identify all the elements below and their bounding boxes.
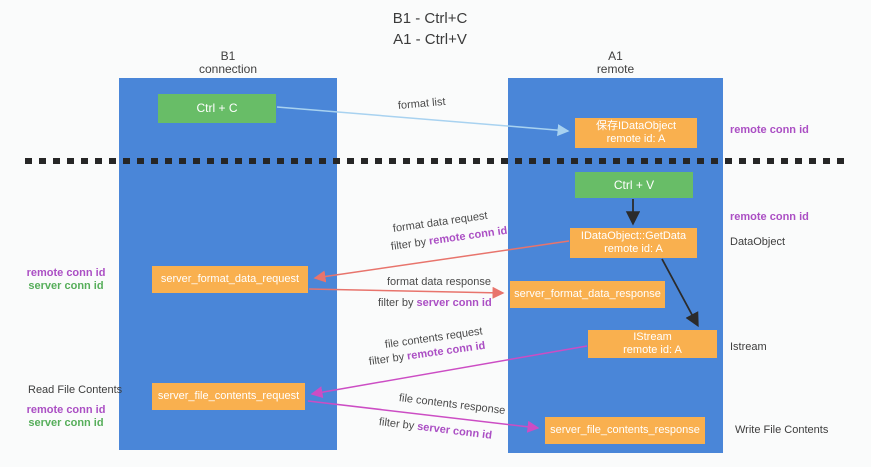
label-remote-conn-id-mid-right: remote conn id — [730, 211, 809, 223]
dashed-divider — [25, 158, 847, 164]
lane-header-a1: A1 remote — [508, 50, 723, 76]
node-server-file-contents-request: server_file_contents_request — [152, 383, 305, 410]
save-idataobject-line2: remote id: A — [606, 133, 666, 145]
label-conn-ids-mid-left: remote conn id server conn id — [10, 267, 122, 293]
node-server-file-contents-response: server_file_contents_response — [545, 417, 705, 444]
label-conn-ids-bottom-left: remote conn id server conn id — [10, 404, 122, 430]
node-ctrl-v: Ctrl + V — [575, 172, 693, 198]
label-server-conn-id-bottom-left: server conn id — [28, 417, 104, 429]
filter-by-text: filter by — [378, 416, 418, 433]
diagram-title: B1 - Ctrl+C A1 - Ctrl+V — [0, 8, 860, 50]
node-ctrl-c: Ctrl + C — [158, 94, 276, 123]
filter-by-text: filter by — [390, 235, 430, 253]
file-contents-request-label: server_file_contents_request — [157, 390, 300, 402]
label-remote-conn-id-bottom-left: remote conn id — [26, 404, 106, 416]
title-line-2: A1 - Ctrl+V — [393, 31, 467, 48]
filter-server-conn-id: server conn id — [416, 297, 492, 309]
node-server-format-data-request: server_format_data_request — [152, 266, 308, 293]
lane-b1-role: connection — [198, 62, 258, 76]
ctrl-c-label: Ctrl + C — [196, 101, 238, 115]
label-write-file-contents: Write File Contents — [735, 424, 829, 436]
flow-label-file-contents-response-filter: filter by server conn id — [378, 416, 492, 442]
node-idataobject-getdata: IDataObject::GetData remote id: A — [570, 228, 697, 258]
lane-a1-role: remote — [596, 62, 635, 76]
flow-label-file-contents-response: file contents response — [398, 392, 506, 417]
lane-a1-name: A1 — [608, 49, 623, 63]
ctrl-v-label: Ctrl + V — [613, 177, 655, 192]
istream-line1: IStream — [633, 331, 672, 343]
flow-label-format-data-response-filter: filter by server conn id — [378, 297, 492, 309]
label-server-conn-id-mid-left: server conn id — [28, 280, 104, 292]
flow-label-format-list: format list — [397, 95, 447, 112]
label-read-file-contents: Read File Contents — [28, 384, 123, 396]
save-idataobject-line1: 保存IDataObject — [595, 120, 677, 132]
format-data-response-label: server_format_data_response — [514, 288, 661, 300]
label-dataobject: DataObject — [730, 236, 786, 248]
filter-server-conn-id: server conn id — [416, 420, 493, 442]
arrow-format-data-response — [308, 286, 505, 299]
getdata-line2: remote id: A — [604, 243, 663, 255]
flow-label-format-data-response: format data response — [387, 276, 491, 288]
file-contents-response-label: server_file_contents_response — [550, 424, 700, 436]
title-line-1: B1 - Ctrl+C — [392, 10, 468, 27]
label-istream: Istream — [730, 341, 767, 353]
node-server-format-data-response: server_format_data_response — [510, 281, 665, 308]
filter-by-text: filter by — [378, 297, 417, 309]
lane-header-b1: B1 connection — [119, 50, 337, 76]
node-save-idataobject: 保存IDataObject remote id: A — [575, 118, 697, 148]
label-remote-conn-id-top-right: remote conn id — [730, 124, 809, 136]
istream-line2: remote id: A — [623, 344, 682, 356]
getdata-line1: IDataObject::GetData — [580, 230, 687, 242]
format-data-request-label: server_format_data_request — [160, 273, 300, 285]
lane-b1-name: B1 — [220, 49, 236, 63]
node-istream: IStream remote id: A — [588, 330, 717, 358]
filter-by-text: filter by — [368, 350, 408, 368]
label-remote-conn-id-mid-left: remote conn id — [26, 267, 106, 279]
